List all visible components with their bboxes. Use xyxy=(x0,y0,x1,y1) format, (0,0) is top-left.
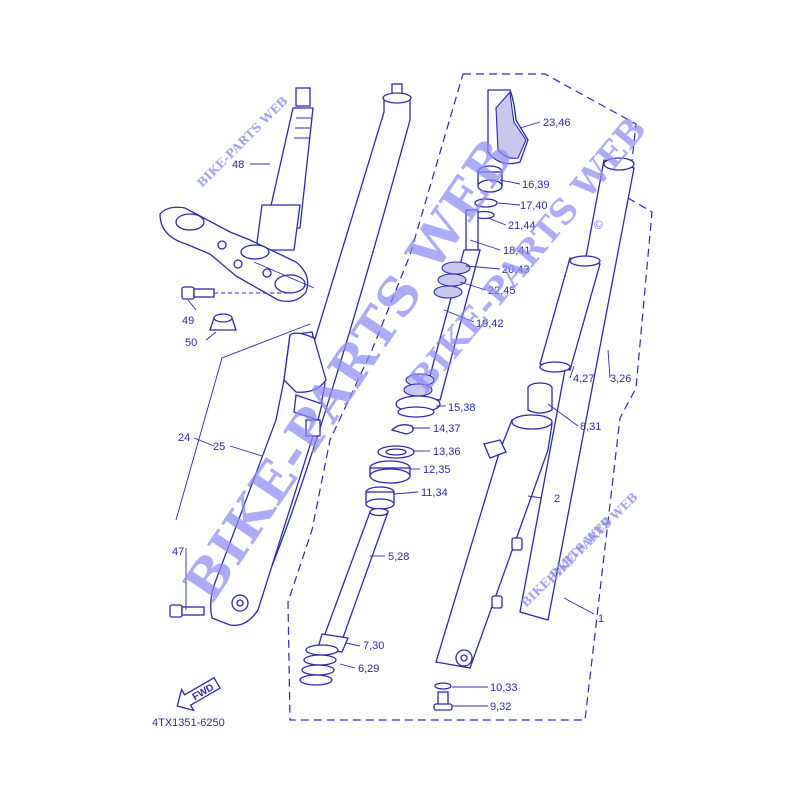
callout-10-33: 10,33 xyxy=(490,682,518,694)
callout-6-29: 6,29 xyxy=(358,663,379,675)
callout-14-37: 14,37 xyxy=(433,423,461,435)
callout-23-46: 23,46 xyxy=(543,117,571,129)
callout-3-26: 3,26 xyxy=(610,373,631,385)
rod-5-28 xyxy=(321,507,389,647)
spring-6-29 xyxy=(299,644,339,686)
bolt-49 xyxy=(181,286,290,300)
under-bracket xyxy=(159,206,309,303)
callout-50: 50 xyxy=(185,337,197,349)
washer-13-36 xyxy=(377,445,415,459)
washer-10-33 xyxy=(434,682,452,690)
spacer-8-31 xyxy=(527,382,553,414)
callout-9-32: 9,32 xyxy=(490,701,511,713)
outer-tube-right xyxy=(435,414,553,669)
callout-22-45: 22,45 xyxy=(488,285,516,297)
callout-13-36: 13,36 xyxy=(433,446,461,458)
forward-direction-arrow: FWD xyxy=(176,676,221,712)
callout-2: 2 xyxy=(554,493,560,505)
steering-stem xyxy=(255,87,314,251)
callout-18-41: 18,41 xyxy=(503,245,531,257)
callout-labels: 48 49 50 24 25 47 23,46 16,39 17,40 21,4… xyxy=(172,117,631,713)
assembly-outline xyxy=(287,73,653,721)
callout-16-39: 16,39 xyxy=(522,179,550,191)
bolt-47 xyxy=(169,604,205,618)
callout-47: 47 xyxy=(172,546,184,558)
callout-1: 1 xyxy=(598,613,604,625)
callout-20-43: 20,43 xyxy=(502,264,530,276)
oil-seal-12-35 xyxy=(369,460,411,484)
leader-lines xyxy=(175,121,611,707)
callout-5-28: 5,28 xyxy=(388,551,409,563)
callout-4-27: 4,27 xyxy=(573,373,594,385)
fwd-arrow-label: FWD xyxy=(191,682,216,703)
callout-8-31: 8,31 xyxy=(580,421,601,433)
inner-tube-right xyxy=(519,157,635,621)
bushing-11-34 xyxy=(365,486,395,510)
dust-seal-4-27 xyxy=(539,255,601,373)
damper-rod-assembly xyxy=(395,209,481,418)
callout-21-44: 21,44 xyxy=(508,220,536,232)
callout-7-30: 7,30 xyxy=(363,640,384,652)
cap-23-46 xyxy=(487,89,529,165)
callout-25: 25 xyxy=(213,441,225,453)
fork-cap-16-39 xyxy=(477,165,503,193)
clip-14-37 xyxy=(390,424,414,435)
collar-50 xyxy=(209,313,237,331)
callout-12-35: 12,35 xyxy=(423,464,451,476)
figure-code: 4TX1351-6250 xyxy=(152,717,225,729)
callout-49: 49 xyxy=(182,315,194,327)
outer-tube-left xyxy=(210,331,327,627)
callout-48: 48 xyxy=(232,159,244,171)
bolt-9-32 xyxy=(433,691,453,711)
callout-19-42: 19,42 xyxy=(476,318,504,330)
callout-24: 24 xyxy=(178,432,190,444)
watermark-small-top-left: BIKE-PARTS WEB xyxy=(194,94,290,190)
callout-17-40: 17,40 xyxy=(520,200,548,212)
callout-11-34: 11,34 xyxy=(421,487,448,499)
callout-15-38: 15,38 xyxy=(448,402,476,414)
